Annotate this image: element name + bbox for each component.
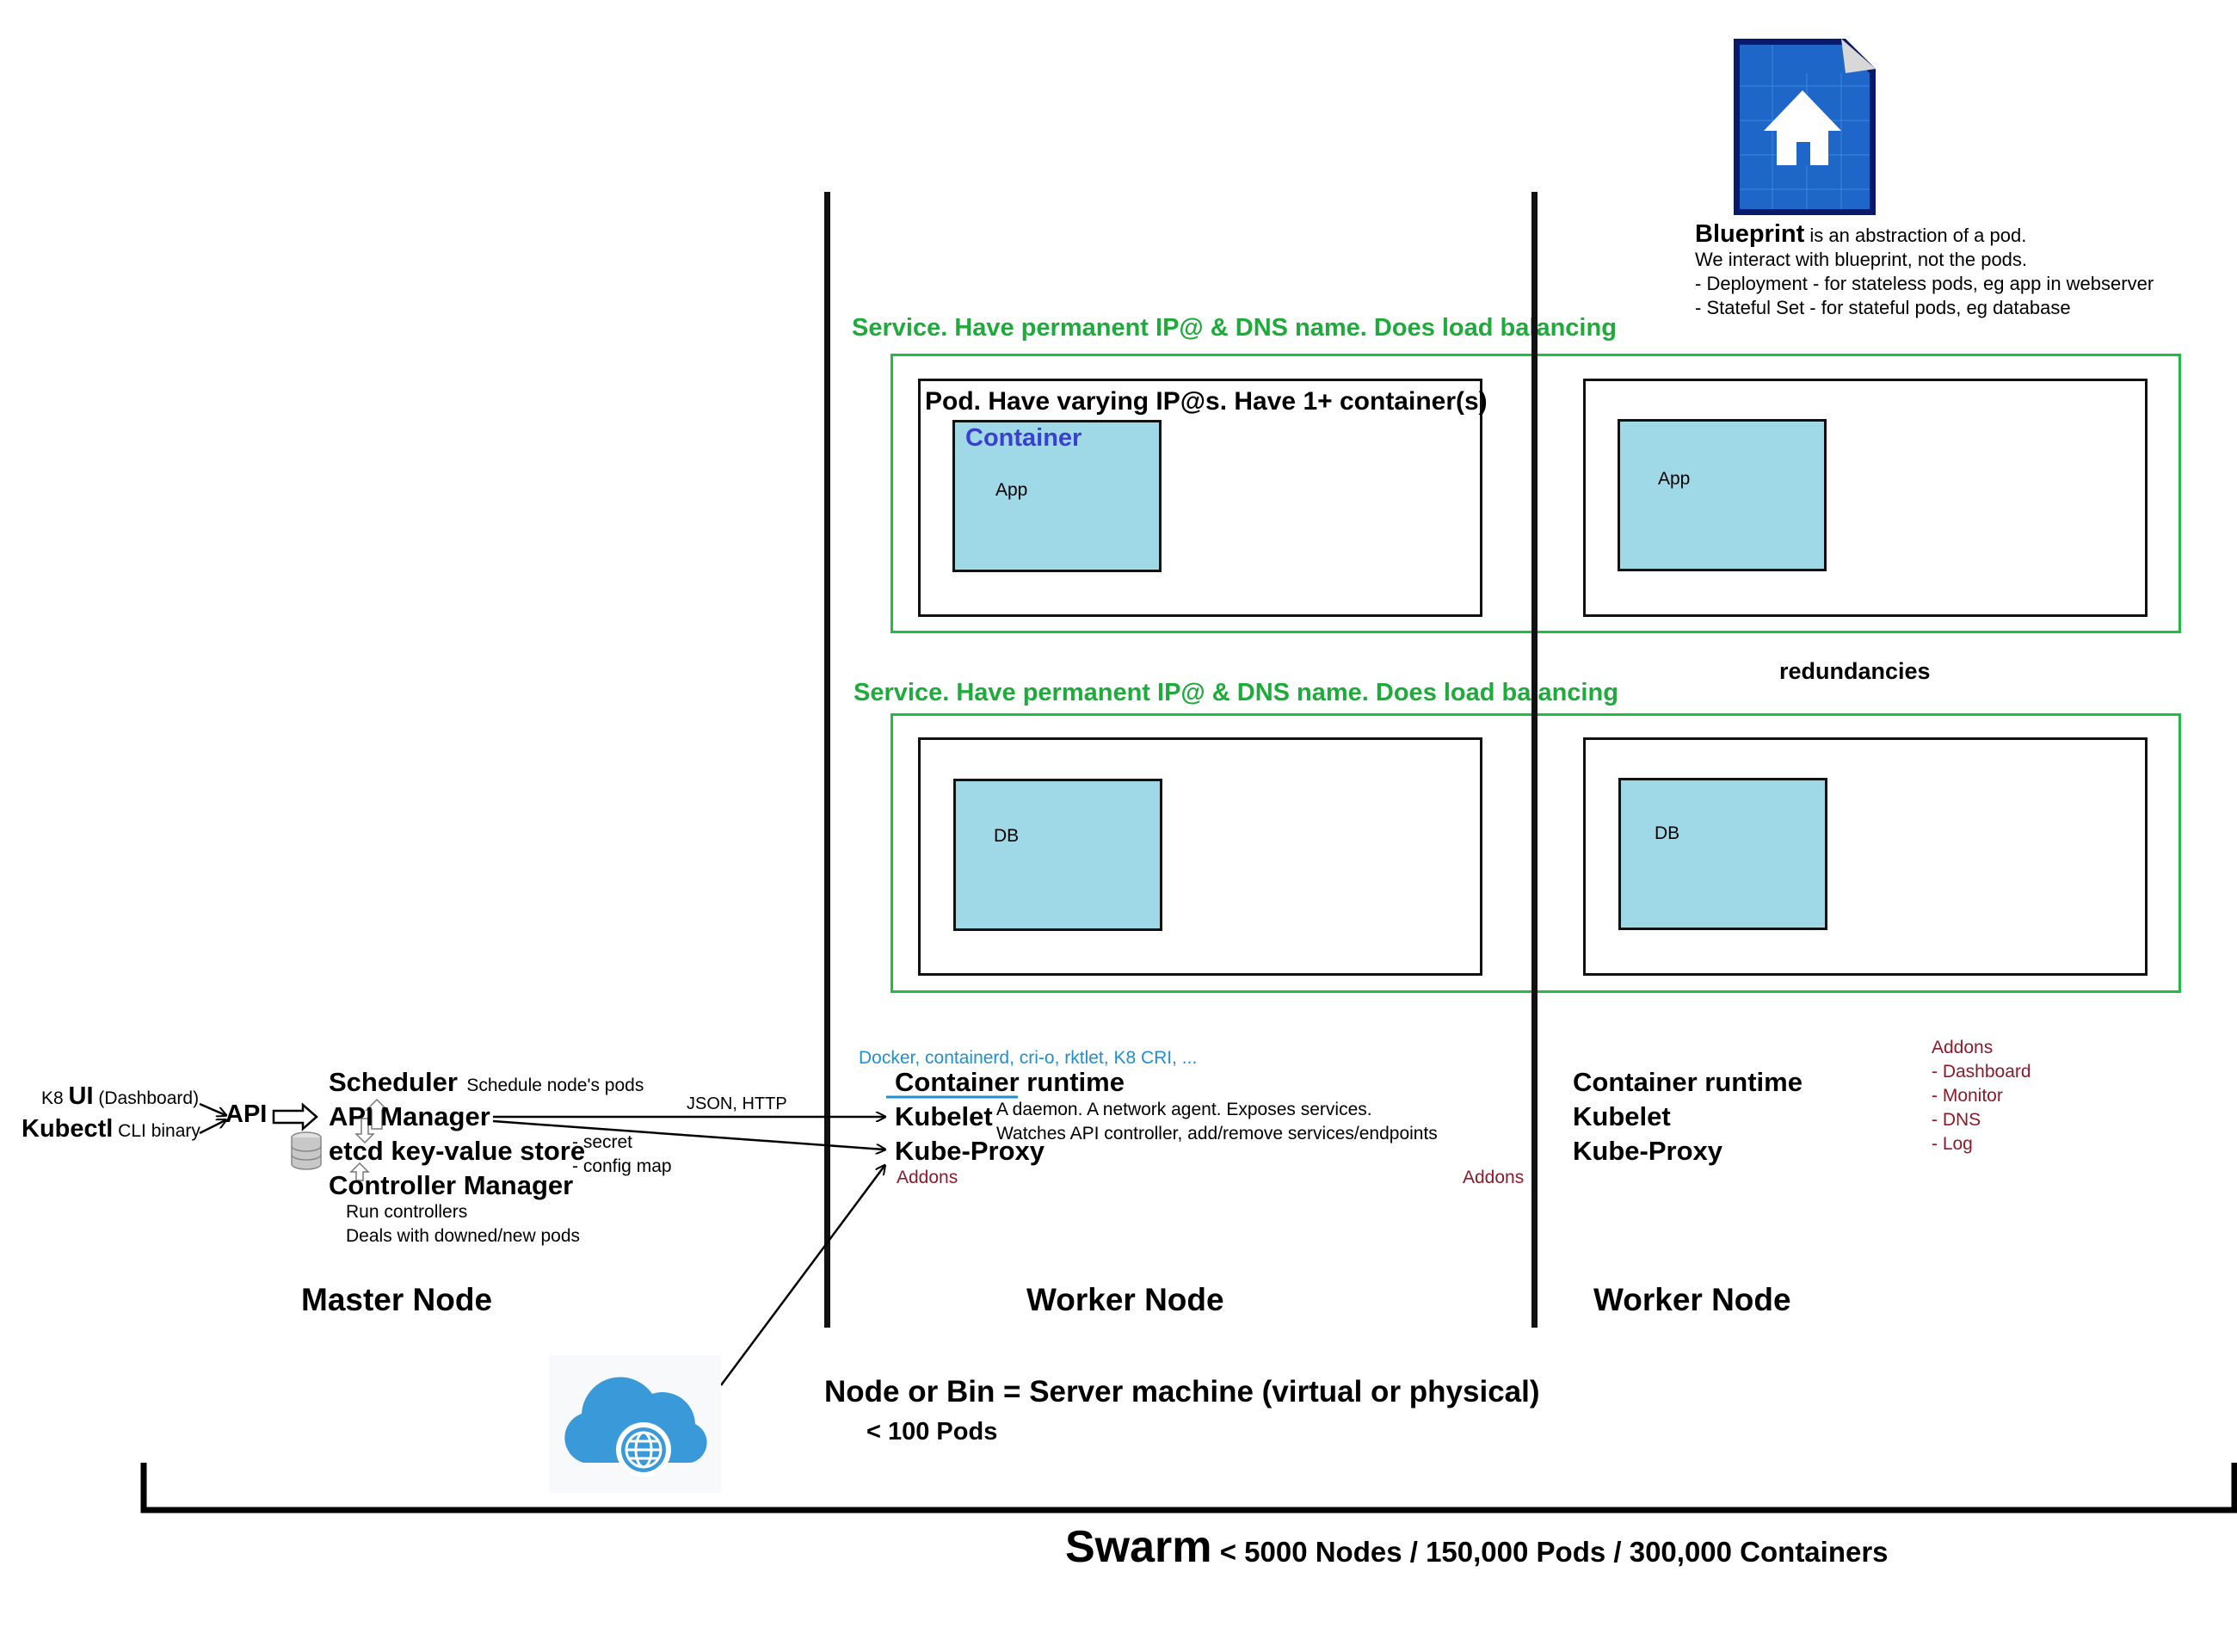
worker1-kubelet: Kubelet: [895, 1101, 993, 1131]
controller-note-2: Deals with downed/new pods: [346, 1226, 580, 1246]
database-icon: [291, 1131, 322, 1170]
etcd-label: etcd key-value store: [329, 1136, 586, 1166]
service-label-app: Service. Have permanent IP@ & DNS name. …: [852, 314, 1617, 342]
addon-dns: - DNS: [1932, 1110, 1981, 1130]
worker2-title: Worker Node: [1593, 1282, 1791, 1317]
arrow-api-to-manager: [272, 1102, 318, 1131]
redundancies-label: redundancies: [1779, 658, 1931, 684]
addon-dashboard: - Dashboard: [1932, 1062, 2031, 1082]
arrow-cloud-to-proxy: [719, 1166, 884, 1386]
container-label: Container: [965, 424, 1082, 452]
blueprint-line3: - Deployment - for stateless pods, eg ap…: [1695, 273, 2154, 294]
worker1-runtime: Container runtime: [895, 1067, 1125, 1097]
blueprint-title: Blueprint: [1695, 220, 1805, 248]
db-label-1: DB: [994, 826, 1020, 846]
worker1-addons: Addons: [897, 1168, 958, 1187]
kubelet-desc-1: A daemon. A network agent. Exposes servi…: [996, 1100, 1372, 1119]
node-definition: Node or Bin = Server machine (virtual or…: [824, 1375, 1540, 1409]
json-http-label: JSON, HTTP: [687, 1094, 787, 1113]
master-node-title: Master Node: [301, 1282, 493, 1317]
etcd-note-secret: - secret: [572, 1132, 633, 1152]
addons-list-title: Addons: [1932, 1038, 1994, 1057]
pod-box-app-1: [918, 379, 1482, 617]
swarm-title: Swarm: [1065, 1522, 1212, 1572]
blueprint-line4: - Stateful Set - for stateful pods, eg d…: [1695, 297, 2071, 318]
app-label-1: App: [995, 480, 1028, 500]
k8-prefix: K8: [41, 1088, 69, 1108]
arrow-controller-up: [349, 1162, 370, 1181]
pod-box-db-1: [918, 737, 1482, 976]
blueprint-title-rest: is an abstraction of a pod.: [1804, 225, 2027, 246]
pods-limit: < 100 Pods: [866, 1418, 998, 1446]
container-db-1: [953, 779, 1162, 931]
divider-master-worker: [824, 192, 830, 1328]
arrow-ui-to-api: [199, 1102, 225, 1115]
service-label-db: Service. Have permanent IP@ & DNS name. …: [854, 679, 1618, 706]
worker2-proxy: Kube-Proxy: [1573, 1136, 1722, 1166]
arrow-etcd-up: [365, 1098, 389, 1130]
arrow-kubectl-to-api: [199, 1120, 225, 1135]
dashboard-label: (Dashboard): [93, 1088, 200, 1108]
divider-worker-worker: [1531, 192, 1538, 1328]
worker2-runtime: Container runtime: [1573, 1067, 1803, 1097]
pod-label: Pod. Have varying IP@s. Have 1+ containe…: [925, 387, 1488, 416]
arrow-etcd-down: [354, 1118, 375, 1144]
runtime-options: Docker, containerd, cri-o, rktlet, K8 CR…: [859, 1048, 1198, 1068]
worker1-addons-right: Addons: [1463, 1168, 1525, 1187]
worker1-proxy: Kube-Proxy: [895, 1136, 1045, 1166]
controller-manager-label: Controller Manager: [329, 1170, 574, 1200]
scheduler-label: Scheduler: [329, 1067, 458, 1097]
pod-box-app-2: [1583, 379, 2148, 617]
controller-note-1: Run controllers: [346, 1202, 468, 1222]
app-label-2: App: [1658, 469, 1691, 489]
api-manager-label: API Manager: [329, 1101, 490, 1131]
cloud-globe-icon: [549, 1355, 721, 1493]
api-label: API: [225, 1100, 268, 1128]
db-label-2: DB: [1655, 823, 1680, 843]
house-blueprint-icon: [1734, 39, 1876, 215]
scheduler-desc: Schedule node's pods: [466, 1076, 644, 1095]
addon-log: - Log: [1932, 1134, 1973, 1154]
swarm-bracket: [140, 1463, 2237, 1513]
kubectl-label[interactable]: Kubectl: [22, 1115, 114, 1143]
container-app-2: [1618, 419, 1827, 571]
worker1-title: Worker Node: [1026, 1282, 1224, 1317]
ui-label[interactable]: UI: [68, 1082, 94, 1110]
pod-box-db-2: [1583, 737, 2148, 976]
worker2-kubelet: Kubelet: [1573, 1101, 1671, 1131]
arrow-manager-to-proxy: [492, 1119, 884, 1150]
container-app-1: [952, 420, 1162, 572]
container-db-2: [1618, 778, 1827, 930]
cli-label: CLI binary: [113, 1121, 200, 1141]
kubelet-desc-2: Watches API controller, add/remove servi…: [996, 1124, 1438, 1143]
swarm-limits: < 5000 Nodes / 150,000 Pods / 300,000 Co…: [1211, 1536, 1889, 1568]
blueprint-line2: We interact with blueprint, not the pods…: [1695, 249, 2028, 270]
etcd-note-configmap: - config map: [572, 1156, 672, 1176]
addon-monitor: - Monitor: [1932, 1086, 2003, 1106]
